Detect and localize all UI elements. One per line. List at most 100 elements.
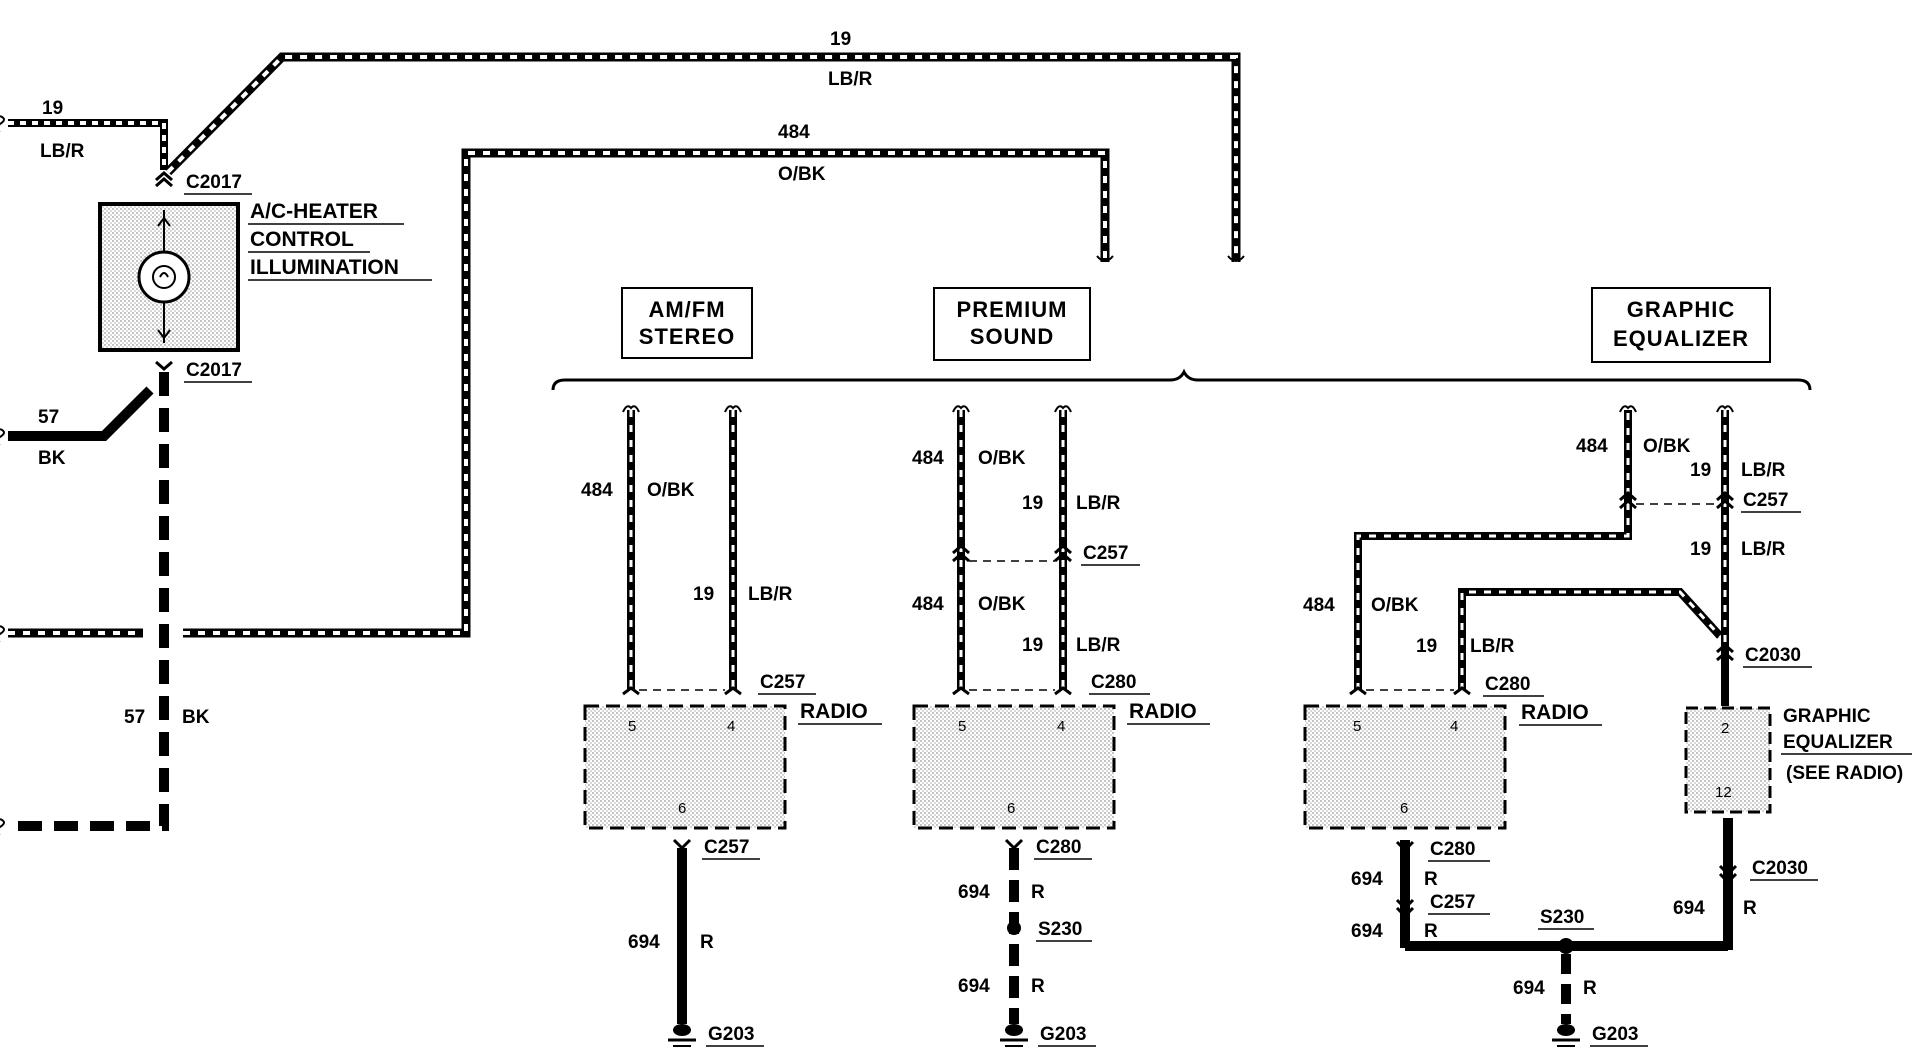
geq-694a: 694 (1351, 869, 1383, 890)
geq-c280-top: C280 (1485, 674, 1530, 695)
geq-484a: 484 (1576, 436, 1608, 457)
amfm-radio-box (583, 704, 787, 830)
color-lbr-left: LB/R (40, 141, 85, 162)
color-lbr-top: LB/R (828, 69, 873, 90)
circuit-19-top: 19 (830, 29, 851, 50)
premium-ground-icon (1000, 1024, 1028, 1047)
amfm-radio-label: RADIO (800, 700, 868, 723)
geq-wires (1349, 405, 1734, 706)
circuit-484-top: 484 (778, 122, 810, 143)
geq-radio-box (1303, 704, 1507, 830)
premium-s230: S230 (1038, 919, 1082, 940)
connector-c2017-upper (155, 171, 173, 188)
amfm-stereo-box (621, 287, 753, 359)
premium-c280-top: C280 (1091, 672, 1136, 693)
premium-ra: R (1031, 882, 1045, 903)
geq-694b: 694 (1351, 921, 1383, 942)
ac-heater-illumination-box (98, 202, 240, 352)
geq-eq-pin2: 2 (1721, 720, 1729, 737)
geq-obkb: O/BK (1371, 595, 1419, 616)
premium-694b: 694 (958, 976, 990, 997)
geq-c280-bottom: C280 (1430, 839, 1475, 860)
premium-pin5: 5 (958, 718, 966, 735)
color-bk-upper: BK (38, 448, 66, 469)
geq-g203: G203 (1592, 1024, 1638, 1045)
geq-c2030-bottom: C2030 (1752, 858, 1808, 879)
wire-19-lbr-top (164, 52, 1241, 262)
premium-lbrb: LB/R (1076, 635, 1121, 656)
geq-rc: R (1743, 898, 1757, 919)
amfm-c257-top: C257 (760, 672, 805, 693)
geq-label-2: EQUALIZER (1613, 326, 1749, 351)
circuit-19-left: 19 (42, 98, 63, 119)
amfm-c257-bottom: C257 (704, 837, 749, 858)
premium-splice-s230 (1007, 921, 1021, 935)
geq-rd: R (1583, 978, 1597, 999)
amfm-g203: G203 (708, 1024, 754, 1045)
premium-sound-box (933, 287, 1091, 361)
geq-obka: O/BK (1643, 436, 1691, 457)
wire-end-19-top (1227, 255, 1245, 262)
amfm-label-1: AM/FM (648, 297, 725, 322)
amfm-pin5: 5 (628, 718, 636, 735)
ac-heater-label-2: CONTROL (250, 228, 354, 251)
graphic-equalizer-box (1591, 287, 1771, 363)
premium-484a: 484 (912, 448, 944, 469)
premium-694a: 694 (958, 882, 990, 903)
amfm-484: 484 (581, 480, 613, 501)
color-obk-top: O/BK (778, 164, 826, 185)
premium-lbra: LB/R (1076, 493, 1121, 514)
amfm-pin4: 4 (727, 718, 735, 735)
geq-rb: R (1424, 921, 1438, 942)
premium-19a: 19 (1022, 493, 1043, 514)
geq-c2030-top: C2030 (1745, 645, 1801, 666)
geq-pin5: 5 (1353, 718, 1361, 735)
amfm-694: 694 (628, 932, 660, 953)
amfm-19: 19 (693, 584, 714, 605)
premium-19b: 19 (1022, 635, 1043, 656)
amfm-c257-bottom-connector (672, 838, 692, 851)
connector-c2017-lower (155, 360, 173, 371)
amfm-r: R (700, 932, 714, 953)
premium-484b: 484 (912, 594, 944, 615)
geq-eq-label-2: EQUALIZER (1783, 732, 1893, 753)
geq-19c: 19 (1416, 636, 1437, 657)
geq-label-1: GRAPHIC (1627, 297, 1735, 322)
premium-pin4: 4 (1057, 718, 1065, 735)
geq-eq-label-1: GRAPHIC (1783, 706, 1871, 727)
circuit-57-upper: 57 (38, 407, 59, 428)
wire-484-obk-main (0, 148, 1110, 642)
geq-wire-694-radio (1395, 840, 1415, 948)
wire-19-lbr-left (0, 115, 168, 170)
geq-s230: S230 (1540, 907, 1584, 928)
color-bk-lower: BK (182, 707, 210, 728)
amfm-ground-icon (668, 1024, 696, 1047)
graphic-equalizer-module (1684, 706, 1772, 814)
premium-obkb: O/BK (978, 594, 1026, 615)
premium-radio-box (912, 704, 1116, 830)
geq-ground-icon (1552, 1024, 1580, 1047)
premium-g203: G203 (1040, 1024, 1086, 1045)
ac-heater-label-3: ILLUMINATION (250, 256, 399, 279)
geq-eq-label-3: (SEE RADIO) (1786, 763, 1903, 784)
amfm-lbr: LB/R (748, 584, 793, 605)
premium-obka: O/BK (978, 448, 1026, 469)
premium-label-2: SOUND (970, 324, 1054, 349)
premium-radio-label: RADIO (1129, 700, 1197, 723)
circuit-57-lower: 57 (124, 707, 145, 728)
premium-c257: C257 (1083, 543, 1128, 564)
premium-label-1: PREMIUM (957, 297, 1068, 322)
geq-eq-pin12: 12 (1715, 784, 1732, 801)
amfm-obk: O/BK (647, 480, 695, 501)
premium-wires (952, 405, 1072, 696)
geq-lbrb: LB/R (1741, 539, 1786, 560)
premium-c280-bottom-connector (1004, 838, 1024, 851)
geq-lbrc: LB/R (1470, 636, 1515, 657)
geq-pin6: 6 (1400, 800, 1408, 817)
c2017-upper-label: C2017 (186, 172, 242, 193)
premium-rb: R (1031, 976, 1045, 997)
geq-19a: 19 (1690, 460, 1711, 481)
geq-694d: 694 (1513, 978, 1545, 999)
geq-484b: 484 (1303, 595, 1335, 616)
